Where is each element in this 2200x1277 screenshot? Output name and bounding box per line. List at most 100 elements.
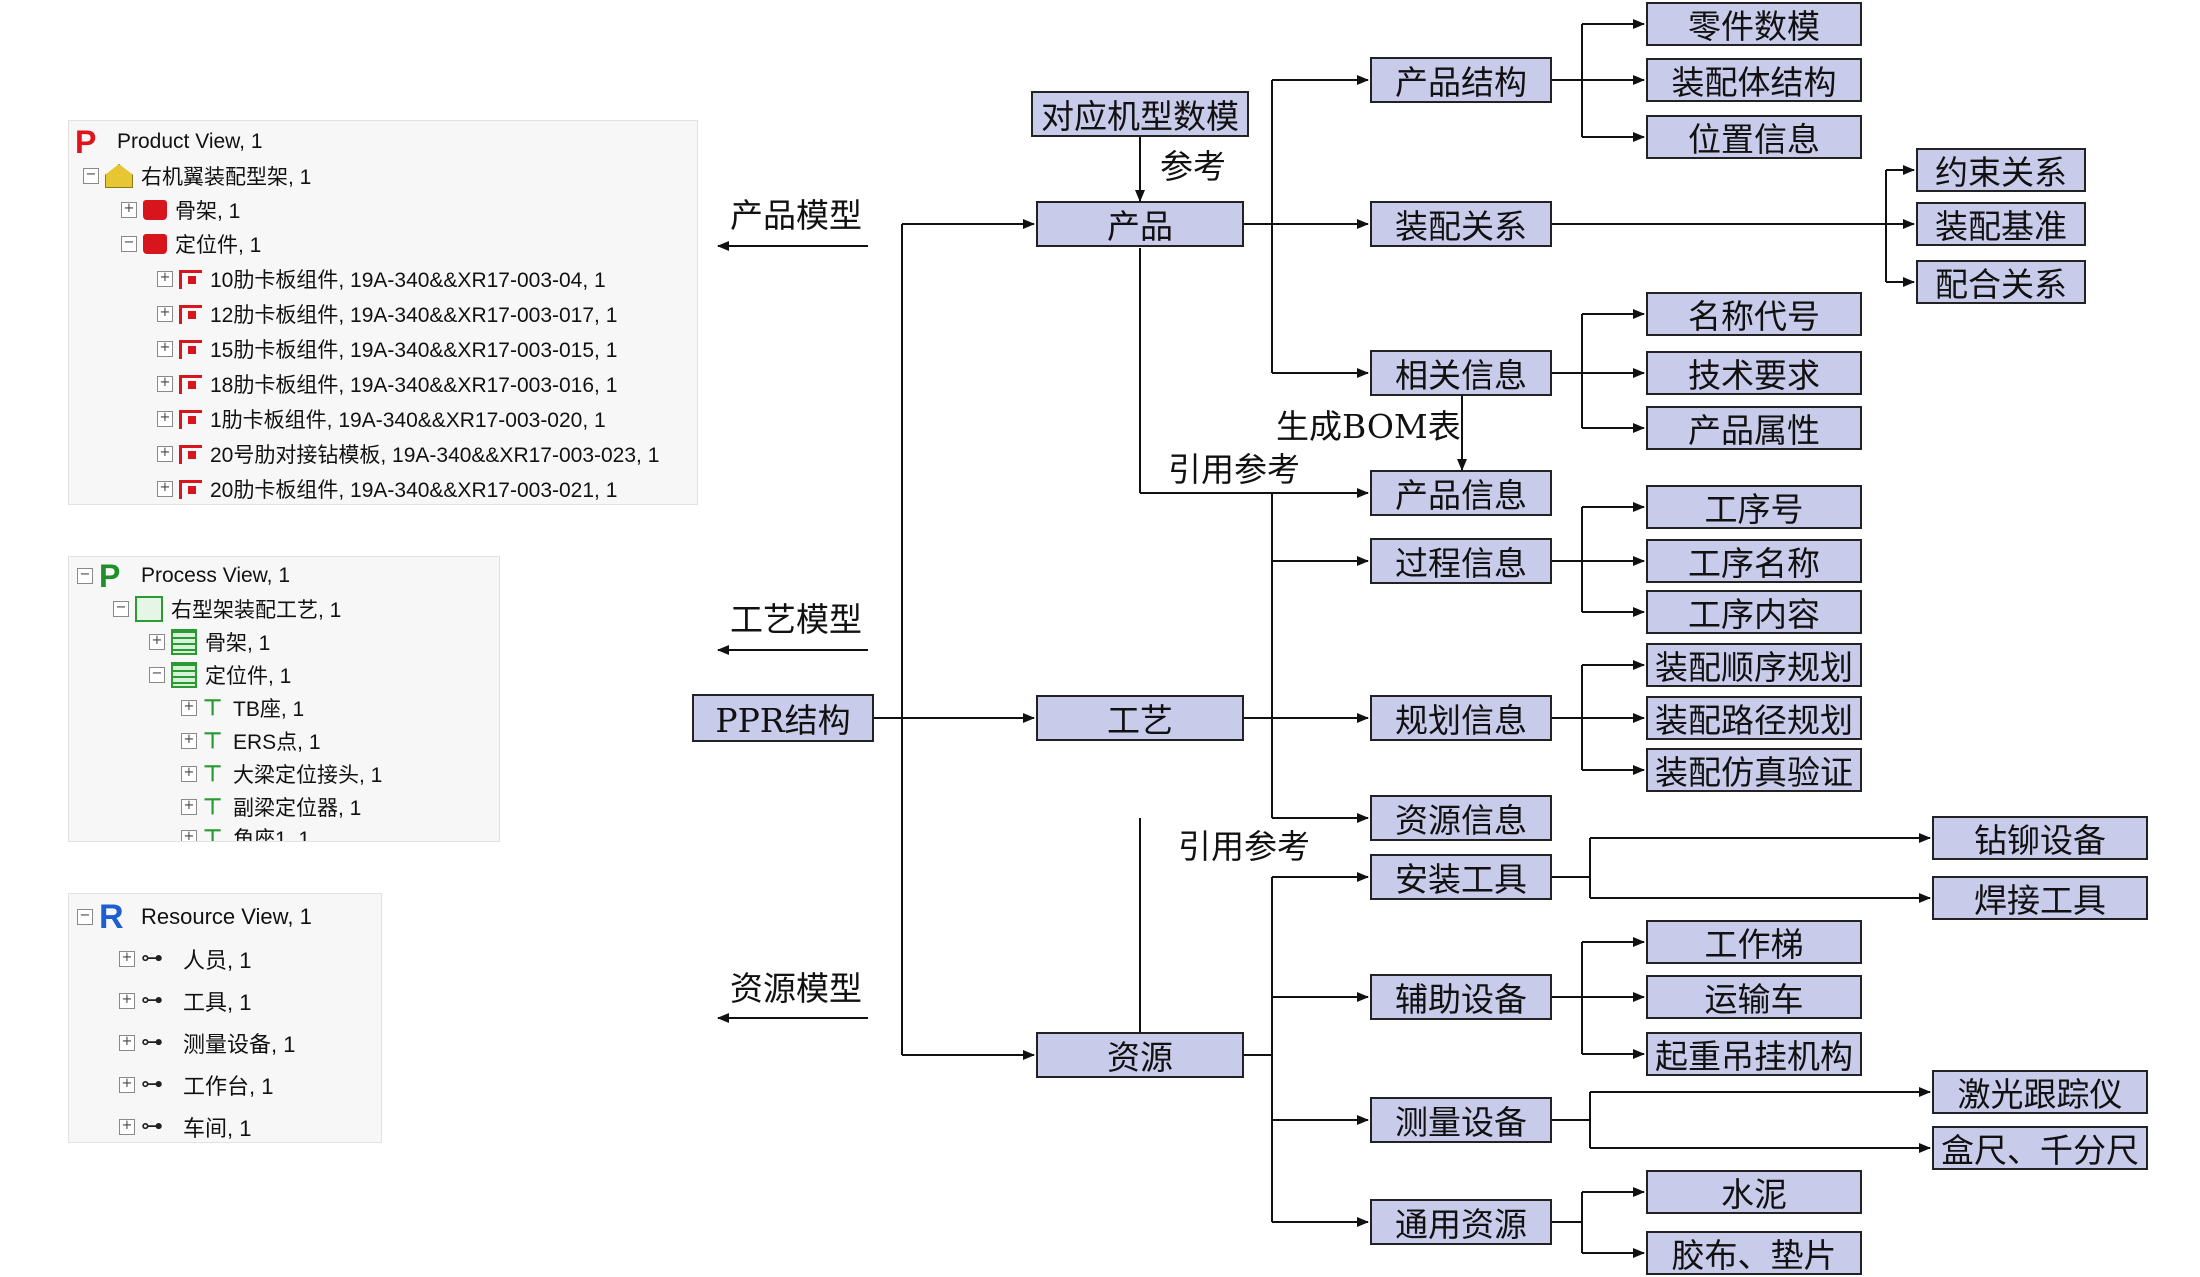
expand-icon[interactable]: +: [119, 1077, 135, 1093]
tree-row[interactable]: − 右型架装配工艺, 1: [113, 592, 341, 626]
related-info-box[interactable]: 相关信息: [1370, 350, 1552, 396]
product-box[interactable]: 产品: [1036, 201, 1244, 247]
tree-row[interactable]: − 右机翼装配型架, 1: [83, 159, 311, 193]
name-code-box[interactable]: 名称代号: [1646, 292, 1862, 336]
tree-row[interactable]: + ⊤ 大梁定位接头, 1: [181, 757, 382, 791]
tree-row[interactable]: + 20号肋对接钻模板, 19A-340&&XR17-003-023, 1: [157, 437, 659, 471]
path-planning-box[interactable]: 装配路径规划: [1646, 696, 1862, 740]
collapse-icon[interactable]: −: [113, 601, 129, 617]
collapse-icon[interactable]: −: [77, 568, 93, 584]
expand-icon[interactable]: +: [157, 271, 173, 287]
expand-icon[interactable]: +: [119, 1035, 135, 1051]
collapse-icon[interactable]: −: [149, 667, 165, 683]
drill-rivet-box[interactable]: 钻铆设备: [1932, 816, 2148, 860]
crane-box[interactable]: 起重吊挂机构: [1646, 1032, 1862, 1076]
process-info-box[interactable]: 过程信息: [1370, 538, 1552, 584]
install-tools-box[interactable]: 安装工具: [1370, 854, 1552, 900]
tree-row[interactable]: + ⊶ 车间, 1: [119, 1110, 251, 1144]
tree-row[interactable]: + 20肋卡板组件, 19A-340&&XR17-003-021, 1: [157, 472, 617, 506]
tree-row[interactable]: P Product View, 1: [75, 125, 263, 159]
expand-icon[interactable]: +: [119, 993, 135, 1009]
expand-icon[interactable]: +: [181, 700, 197, 716]
cement-box[interactable]: 水泥: [1646, 1170, 1862, 1214]
tree-row[interactable]: + 骨架, 1: [149, 625, 270, 659]
transport-cart-box[interactable]: 运输车: [1646, 975, 1862, 1019]
tree-row[interactable]: + ⊤ 角座1, 1: [181, 821, 310, 842]
expand-icon[interactable]: +: [119, 951, 135, 967]
tree-row-label: Process View, 1: [141, 564, 291, 587]
rulers-box[interactable]: 盒尺、千分尺: [1932, 1126, 2148, 1170]
operation-icon: [171, 629, 197, 655]
product-structure-box[interactable]: 产品结构: [1370, 57, 1552, 103]
expand-icon[interactable]: +: [157, 341, 173, 357]
constraint-relation-box[interactable]: 约束关系: [1916, 148, 2086, 192]
tree-row[interactable]: + 18肋卡板组件, 19A-340&&XR17-003-016, 1: [157, 367, 617, 401]
tree-row[interactable]: − 定位件, 1: [149, 658, 291, 692]
tree-row[interactable]: + ⊤ 副梁定位器, 1: [181, 790, 361, 824]
product-info-box[interactable]: 产品信息: [1370, 470, 1552, 516]
tree-row[interactable]: + ⊤ TB座, 1: [181, 691, 304, 725]
work-ladder-box[interactable]: 工作梯: [1646, 920, 1862, 964]
expand-icon[interactable]: +: [157, 376, 173, 392]
tech-requirement-box[interactable]: 技术要求: [1646, 351, 1862, 395]
operation-icon: [171, 662, 197, 688]
expand-icon[interactable]: +: [119, 1119, 135, 1135]
expand-icon[interactable]: +: [121, 202, 137, 218]
planning-info-box[interactable]: 规划信息: [1370, 695, 1552, 741]
welding-tool-box[interactable]: 焊接工具: [1932, 876, 2148, 920]
expand-icon[interactable]: +: [181, 830, 197, 841]
resource-box[interactable]: 资源: [1036, 1032, 1244, 1078]
assembly-relation-box[interactable]: 装配关系: [1370, 201, 1552, 247]
tree-row-label: 20肋卡板组件, 19A-340&&XR17-003-021, 1: [210, 479, 618, 502]
reference-label: 参考: [1160, 147, 1226, 186]
aux-equipment-box[interactable]: 辅助设备: [1370, 974, 1552, 1020]
op-number-box[interactable]: 工序号: [1646, 485, 1862, 529]
expand-icon[interactable]: +: [181, 799, 197, 815]
expand-icon[interactable]: +: [157, 306, 173, 322]
tree-row[interactable]: + ⊶ 测量设备, 1: [119, 1026, 295, 1060]
model-data-box[interactable]: 对应机型数模: [1031, 91, 1249, 137]
op-name-box[interactable]: 工序名称: [1646, 539, 1862, 583]
expand-icon[interactable]: +: [181, 766, 197, 782]
tree-row[interactable]: + 12肋卡板组件, 19A-340&&XR17-003-017, 1: [157, 297, 617, 331]
ppr-structure-box[interactable]: PPR结构: [692, 694, 874, 742]
expand-icon[interactable]: +: [157, 411, 173, 427]
tree-row[interactable]: + 15肋卡板组件, 19A-340&&XR17-003-015, 1: [157, 332, 617, 366]
collapse-icon[interactable]: −: [83, 168, 99, 184]
tree-row[interactable]: − 定位件, 1: [121, 227, 261, 261]
tree-row-label: 20号肋对接钻模板, 19A-340&&XR17-003-023, 1: [210, 444, 660, 467]
position-info-box[interactable]: 位置信息: [1646, 115, 1862, 159]
expand-icon[interactable]: +: [157, 446, 173, 462]
fit-relation-box[interactable]: 配合关系: [1916, 260, 2086, 304]
product-view-icon: P: [75, 124, 97, 160]
assembly-datum-box[interactable]: 装配基准: [1916, 202, 2086, 246]
tree-row-label: 工作台, 1: [183, 1074, 274, 1099]
resource-info-box[interactable]: 资源信息: [1370, 795, 1552, 841]
tape-shim-box[interactable]: 胶布、垫片: [1646, 1231, 1862, 1275]
assembly-structure-box[interactable]: 装配体结构: [1646, 58, 1862, 102]
tree-row[interactable]: + ⊤ ERS点, 1: [181, 724, 321, 758]
laser-tracker-box[interactable]: 激光跟踪仪: [1932, 1070, 2148, 1114]
op-content-box[interactable]: 工序内容: [1646, 590, 1862, 634]
sequence-planning-box[interactable]: 装配顺序规划: [1646, 643, 1862, 687]
collapse-icon[interactable]: −: [121, 236, 137, 252]
collapse-icon[interactable]: −: [77, 909, 93, 925]
expand-icon[interactable]: +: [149, 634, 165, 650]
sim-verification-box[interactable]: 装配仿真验证: [1646, 748, 1862, 792]
product-attribute-box[interactable]: 产品属性: [1646, 406, 1862, 450]
tree-row[interactable]: + ⊶ 工具, 1: [119, 984, 251, 1018]
tree-row[interactable]: + 1肋卡板组件, 19A-340&&XR17-003-020, 1: [157, 402, 606, 436]
expand-icon[interactable]: +: [157, 481, 173, 497]
tree-row[interactable]: + ⊶ 工作台, 1: [119, 1068, 273, 1102]
expand-icon[interactable]: +: [181, 733, 197, 749]
process-box[interactable]: 工艺: [1036, 695, 1244, 741]
step-icon: ⊤: [203, 825, 223, 842]
tree-row[interactable]: + 骨架, 1: [121, 193, 240, 227]
general-resource-box[interactable]: 通用资源: [1370, 1199, 1552, 1245]
measure-equipment-box[interactable]: 测量设备: [1370, 1097, 1552, 1143]
part-model-box[interactable]: 零件数模: [1646, 2, 1862, 46]
tree-row[interactable]: + 10肋卡板组件, 19A-340&&XR17-003-04, 1: [157, 262, 606, 296]
tree-row[interactable]: + ⊶ 人员, 1: [119, 942, 251, 976]
tree-row[interactable]: − P Process View, 1: [77, 559, 290, 593]
tree-row[interactable]: − R Resource View, 1: [77, 900, 312, 934]
